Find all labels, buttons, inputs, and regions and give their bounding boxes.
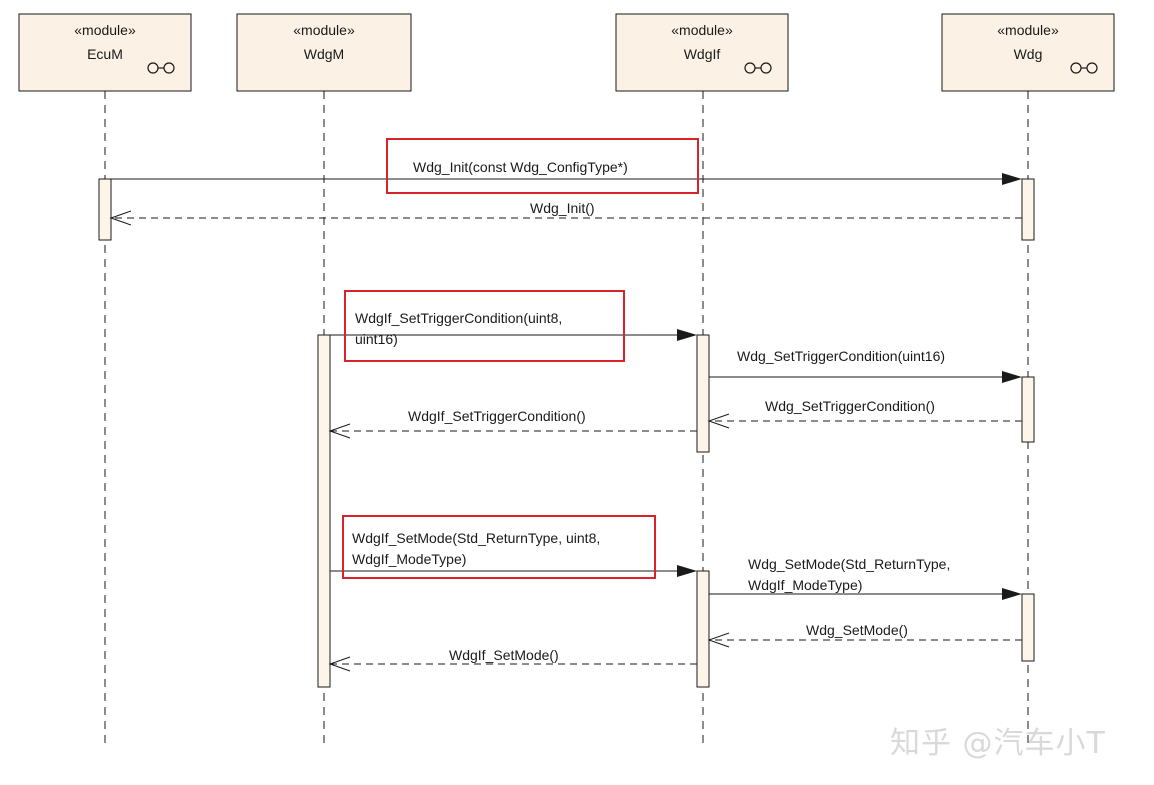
participant-wdgm: «module» WdgM bbox=[236, 13, 412, 92]
participant-name: EcuM bbox=[87, 46, 123, 62]
participant-box bbox=[236, 13, 412, 92]
message-arrowhead-filled bbox=[677, 329, 697, 341]
highlight-box bbox=[344, 290, 625, 362]
message-arrowhead-filled bbox=[677, 565, 697, 577]
message-label: WdgIf_SetMode() bbox=[449, 647, 559, 663]
activation-bar-ecum bbox=[98, 178, 112, 241]
return-arrowhead-open bbox=[109, 210, 132, 226]
highlight-box bbox=[386, 138, 699, 194]
highlight-box bbox=[342, 515, 656, 579]
message-arrowhead-filled bbox=[1002, 371, 1022, 383]
activation-bar-wdg bbox=[1021, 593, 1035, 662]
component-link-icon bbox=[147, 62, 175, 74]
message-label: WdgIf_SetMode(Std_ReturnType, uint8, bbox=[352, 530, 600, 546]
participant-box bbox=[615, 13, 789, 92]
message-label: Wdg_SetTriggerCondition(uint16) bbox=[737, 348, 945, 364]
activation-bar-wdg bbox=[1021, 376, 1035, 443]
activation-bar-wdgif bbox=[696, 334, 710, 453]
participant-ecum: «module» EcuM bbox=[18, 13, 192, 92]
message-label: Wdg_SetTriggerCondition() bbox=[765, 398, 935, 414]
message-7: WdgIf_SetMode(Std_ReturnType, uint8, WdgI… bbox=[330, 515, 697, 579]
message-label: uint16) bbox=[355, 331, 398, 347]
return-arrowhead-open bbox=[328, 423, 351, 439]
participant-stereotype: «module» bbox=[997, 22, 1059, 38]
message-1: Wdg_Init(const Wdg_ConfigType*) bbox=[111, 138, 1022, 194]
message-label: Wdg_Init() bbox=[530, 200, 595, 216]
message-9: Wdg_SetMode() bbox=[707, 622, 1022, 648]
message-6: WdgIf_SetTriggerCondition() bbox=[328, 408, 697, 439]
component-link-icon bbox=[744, 62, 772, 74]
participant-stereotype: «module» bbox=[671, 22, 733, 38]
message-arrowhead-filled bbox=[1002, 588, 1022, 600]
message-label: WdgIf_ModeType) bbox=[748, 577, 862, 593]
message-3: WdgIf_SetTriggerCondition(uint8, uint16) bbox=[330, 290, 697, 362]
activation-bar-wdgif bbox=[696, 570, 710, 688]
participant-stereotype: «module» bbox=[293, 22, 355, 38]
participant-stereotype: «module» bbox=[74, 22, 136, 38]
component-link-icon bbox=[1070, 62, 1098, 74]
message-8: Wdg_SetMode(Std_ReturnType, WdgIf_ModeTyp… bbox=[709, 556, 1022, 600]
activation-bar-wdg bbox=[1021, 178, 1035, 241]
participant-wdgif: «module» WdgIf bbox=[615, 13, 789, 92]
return-arrowhead-open bbox=[328, 656, 351, 672]
participant-wdg: «module» Wdg bbox=[941, 13, 1115, 92]
message-label: WdgIf_ModeType) bbox=[352, 551, 466, 567]
activation-bar-wdgm bbox=[317, 334, 331, 688]
message-label: Wdg_SetMode(Std_ReturnType, bbox=[748, 556, 950, 572]
message-label: WdgIf_SetTriggerCondition(uint8, bbox=[355, 310, 562, 326]
return-arrowhead-open bbox=[707, 632, 730, 648]
participant-name: WdgIf bbox=[684, 46, 721, 62]
message-5: Wdg_SetTriggerCondition() bbox=[707, 398, 1022, 429]
message-arrowhead-filled bbox=[1002, 173, 1022, 185]
participant-name: WdgM bbox=[304, 46, 344, 62]
message-10: WdgIf_SetMode() bbox=[328, 647, 697, 672]
participant-box bbox=[18, 13, 192, 92]
message-label: WdgIf_SetTriggerCondition() bbox=[408, 408, 586, 424]
message-label: Wdg_Init(const Wdg_ConfigType*) bbox=[413, 159, 628, 175]
message-2: Wdg_Init() bbox=[109, 200, 1022, 226]
message-4: Wdg_SetTriggerCondition(uint16) bbox=[709, 348, 1022, 383]
watermark-text: 知乎 @汽车小T bbox=[890, 726, 1106, 761]
participant-name: Wdg bbox=[1014, 46, 1043, 62]
return-arrowhead-open bbox=[707, 413, 730, 429]
message-label: Wdg_SetMode() bbox=[806, 622, 908, 638]
